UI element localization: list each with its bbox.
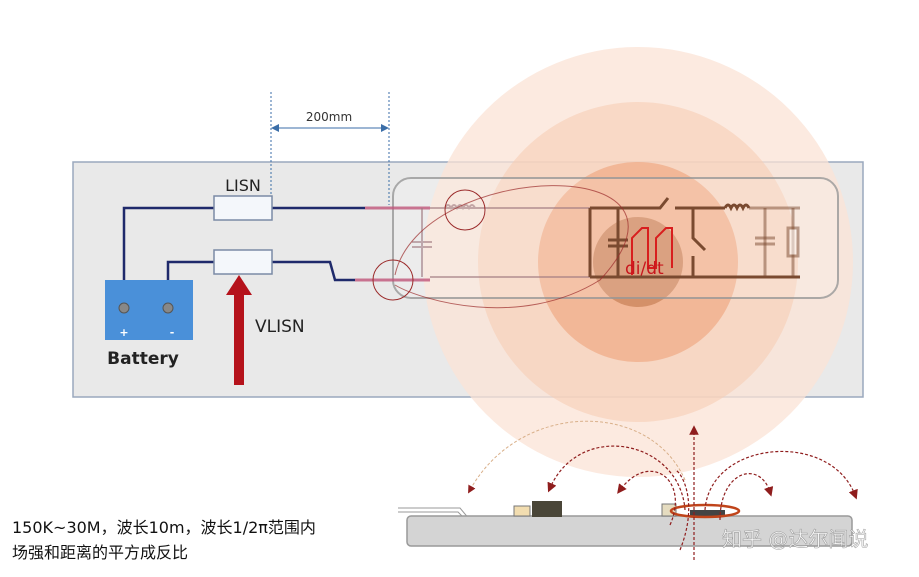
- lisn-box-bottom: [213, 249, 273, 275]
- radiation-field-rings: [423, 47, 853, 477]
- magnetic-field-lines: [547, 425, 858, 560]
- lisn-box-top: [213, 195, 273, 221]
- dimension-200mm: 200mm: [270, 92, 390, 205]
- caption-line-2: 场强和距离的平方成反比: [12, 543, 188, 562]
- lisn-label: LISN: [225, 176, 261, 195]
- caption-line-1: 150K~30M，波长10m，波长1/2π范围内: [12, 518, 316, 537]
- didt-label: di/dt: [625, 259, 664, 279]
- svg-text:-: -: [170, 326, 175, 339]
- vlisn-label: VLISN: [255, 317, 305, 337]
- pcb-side-view: [398, 501, 853, 547]
- converter-circuit: [588, 197, 800, 279]
- current-loop-arrows: [372, 185, 629, 309]
- watermark: 知乎 @达尔闻说: [722, 527, 868, 551]
- switching-waveform-icon: [631, 227, 673, 275]
- svg-text:+: +: [119, 326, 128, 339]
- battery: [105, 280, 193, 340]
- battery-label: Battery: [107, 349, 179, 369]
- vlisn-arrow-icon: [226, 275, 252, 385]
- dimension-label: 200mm: [306, 110, 352, 124]
